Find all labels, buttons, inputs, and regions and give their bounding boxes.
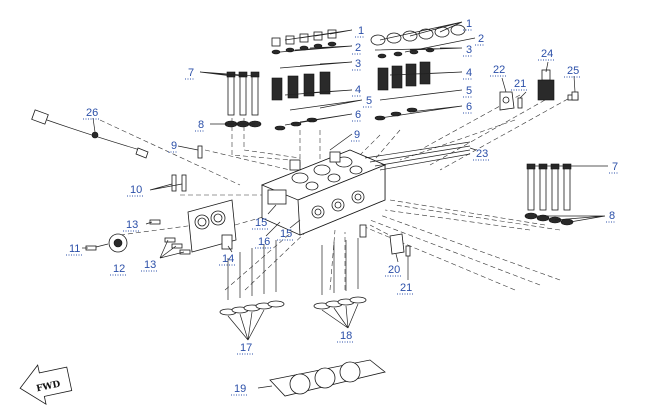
callout-2: 2 [478,33,484,45]
callout-20: 20 [388,264,400,276]
callout-12: 12 [113,263,125,275]
sensor-26 [31,109,149,159]
callout-24: 24 [541,48,553,60]
bracket-22 [499,91,523,111]
callout-22: 22 [493,64,505,76]
callout-3: 3 [466,44,472,56]
callout-25: 25 [567,65,579,77]
callout-14: 14 [222,253,234,265]
callout-17: 17 [240,342,252,354]
callout-26: 26 [86,107,98,119]
callout-4: 4 [355,84,361,96]
callout-1: 1 [466,18,472,30]
callout-7: 7 [188,67,194,79]
callout-6: 6 [355,109,361,121]
head-gasket-19 [269,359,386,397]
callout-21: 21 [514,78,526,90]
callout-6: 6 [466,101,472,113]
cylinder-head [260,149,387,236]
callout-3: 3 [355,58,361,70]
cover-lines-23 [364,141,471,171]
callout-11: 11 [69,243,80,255]
callout-5: 5 [366,95,372,107]
callout-9: 9 [354,129,360,141]
bracket-20 [389,233,411,257]
fwd-label: FWD [35,379,61,394]
valves-18 [313,238,367,310]
leader-lines [82,21,608,389]
callout-10: 10 [130,184,142,196]
valves-17 [219,240,285,316]
callout-21: 21 [400,282,412,294]
callout-15: 15 [280,228,292,240]
intake-flange [187,199,237,253]
callout-15: 15 [255,217,267,229]
callout-2: 2 [355,42,361,54]
bolts-7-right [524,163,574,226]
callout-13: 13 [126,219,138,231]
callout-23: 23 [476,148,488,160]
callout-4: 4 [466,67,472,79]
sensor-12 [91,233,128,253]
sensor-24 [537,69,579,101]
callout-1: 1 [358,25,364,37]
assembly-lines [99,94,576,291]
callout-13: 13 [144,259,156,271]
callout-9: 9 [171,140,177,152]
valve-train-left [271,29,337,131]
callout-8: 8 [198,119,204,131]
callout-19: 19 [234,383,246,395]
callout-labels: 1 1 2 2 3 3 4 4 5 5 6 6 7 7 8 8 9 9 10 [66,18,618,396]
callout-16: 16 [258,236,270,248]
callout-7: 7 [612,161,618,173]
forward-direction-arrow: FWD [19,364,73,406]
callout-8: 8 [609,210,615,222]
bolts-7-left [224,71,262,128]
callout-18: 18 [340,330,352,342]
small-bolts [85,91,579,255]
valve-train-right [370,24,466,121]
callout-5: 5 [466,85,472,97]
